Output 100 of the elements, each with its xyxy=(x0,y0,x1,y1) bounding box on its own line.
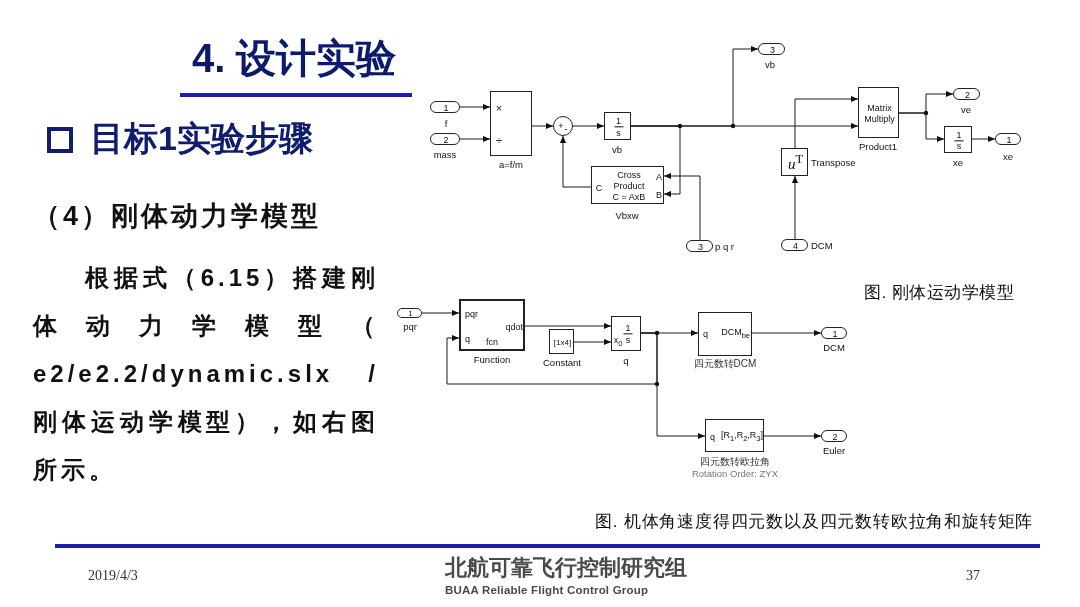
block-text: u$^{T}$ xyxy=(787,152,804,174)
process-block xyxy=(858,87,899,138)
port-label: q xyxy=(710,431,715,443)
port-number: 2 xyxy=(965,89,970,101)
signal-arrow xyxy=(971,135,996,143)
block-label: Product1 xyxy=(859,141,897,152)
sum-sign: - xyxy=(564,123,568,135)
date-text: 2019/4/3 xyxy=(88,568,138,584)
signal-arrow xyxy=(573,338,612,346)
port-label: x$_{0}$ xyxy=(613,335,623,349)
block-text: Cross Product C = AxB xyxy=(611,169,647,203)
block-label: Rotation Order: ZYX xyxy=(691,468,779,479)
port-terminal xyxy=(781,239,808,251)
block-label: vb xyxy=(765,59,775,70)
process-block xyxy=(604,112,631,140)
process-block xyxy=(549,329,574,354)
port-label: C xyxy=(595,182,603,194)
port-number: 1 xyxy=(1006,134,1012,146)
block-label: DCM xyxy=(811,240,833,251)
port-terminal xyxy=(995,133,1021,145)
process-block xyxy=(698,312,752,356)
block-label: mass xyxy=(433,149,457,160)
signal-arrow xyxy=(898,112,945,143)
port-terminal xyxy=(430,101,460,113)
figure-caption: 图. 机体角速度得四元数以及四元数转欧拉角和旋转矩阵 xyxy=(595,510,1034,533)
signal-arrow xyxy=(794,95,859,149)
port-terminal xyxy=(821,327,847,339)
port-number: 1 xyxy=(832,328,838,340)
block-text: DCM$_{be}$ xyxy=(721,327,750,341)
block-label: DCM xyxy=(823,342,845,353)
process-block xyxy=(611,316,641,351)
block-text: s xyxy=(625,334,631,346)
page-number: 37 xyxy=(966,568,980,584)
port-terminal xyxy=(953,88,980,100)
port-number: 1 xyxy=(443,102,449,114)
process-block xyxy=(591,166,664,204)
signal-arrow xyxy=(446,332,658,385)
port-terminal xyxy=(821,430,847,442)
slide-title: 4. 设计实验 xyxy=(192,34,397,82)
block-text: 1 xyxy=(623,323,633,335)
port-label: B xyxy=(656,189,662,201)
signal-arrow xyxy=(421,309,460,317)
block-text: s xyxy=(956,140,962,152)
port-sign: ÷ xyxy=(496,133,502,147)
process-block xyxy=(781,148,808,176)
block-text: fcn xyxy=(486,336,498,348)
block-label: Constant xyxy=(543,357,581,368)
section-heading: 目标1实验步骤 xyxy=(90,118,313,159)
process-block xyxy=(490,91,532,156)
port-label: q xyxy=(703,328,708,340)
port-number: 2 xyxy=(832,431,838,443)
block-text: Matrix Multiply xyxy=(863,102,896,125)
signal-arrow xyxy=(763,432,822,440)
port-number: 2 xyxy=(443,134,449,146)
port-number: 1 xyxy=(408,309,413,319)
block-text: [R$_{1}$,R$_{2}$,R$_{3}$] xyxy=(720,430,763,444)
group-name: 北航可靠飞行控制研究组 xyxy=(445,554,687,582)
block-label: Function xyxy=(473,354,511,365)
signal-arrow xyxy=(751,329,822,337)
subheading: （4）刚体动力学模型 xyxy=(33,200,322,233)
block-label: p q r xyxy=(715,241,734,252)
block-label: xe xyxy=(953,157,963,168)
block-text: 1 xyxy=(614,116,623,128)
port-label: qdot xyxy=(505,321,523,333)
signal-arrow xyxy=(531,122,554,130)
port-label: A xyxy=(656,171,662,183)
block-label: ve xyxy=(961,104,971,115)
process-block xyxy=(944,126,972,153)
port-number: 3 xyxy=(698,241,703,253)
port-terminal xyxy=(397,308,422,318)
process-block xyxy=(459,299,525,351)
block-label: f xyxy=(444,118,448,129)
signal-arrow xyxy=(459,135,491,143)
block-label: 四元数转欧拉角 xyxy=(700,456,770,467)
signal-arrow xyxy=(524,322,612,330)
block-label: Transpose xyxy=(811,157,856,168)
group-name-english: BUAA Reliable Flight Control Group xyxy=(445,584,649,596)
signal-arrow xyxy=(572,122,605,130)
process-block xyxy=(705,419,764,452)
sum-sign: + xyxy=(558,120,564,132)
block-label: vb xyxy=(612,144,622,155)
signal-arrow xyxy=(559,135,592,188)
port-terminal xyxy=(758,43,785,55)
body-paragraph: 根据式（6.15）搭建刚体动力学模型（ e2/e2.2/dynamic.slx /刚体运动学模型），如右图所示。 xyxy=(33,263,379,485)
port-number: 4 xyxy=(793,240,798,252)
port-terminal xyxy=(686,240,713,252)
block-label: 四元数转DCM xyxy=(693,358,757,369)
block-label: Vbxw xyxy=(615,210,639,221)
block-text: [1x4] xyxy=(553,337,572,348)
sum-junction xyxy=(553,116,573,136)
figure-caption: 图. 刚体运动学模型 xyxy=(864,281,1015,304)
block-label: xe xyxy=(1003,151,1013,162)
port-label: q xyxy=(465,333,470,345)
block-text: 1 xyxy=(954,129,964,142)
signal-arrow xyxy=(459,103,491,111)
signal-arrow xyxy=(663,172,701,241)
signal-arrow xyxy=(791,175,799,240)
port-sign: × xyxy=(495,101,503,115)
block-label: pqr xyxy=(403,321,417,332)
block-label: q xyxy=(623,355,629,366)
